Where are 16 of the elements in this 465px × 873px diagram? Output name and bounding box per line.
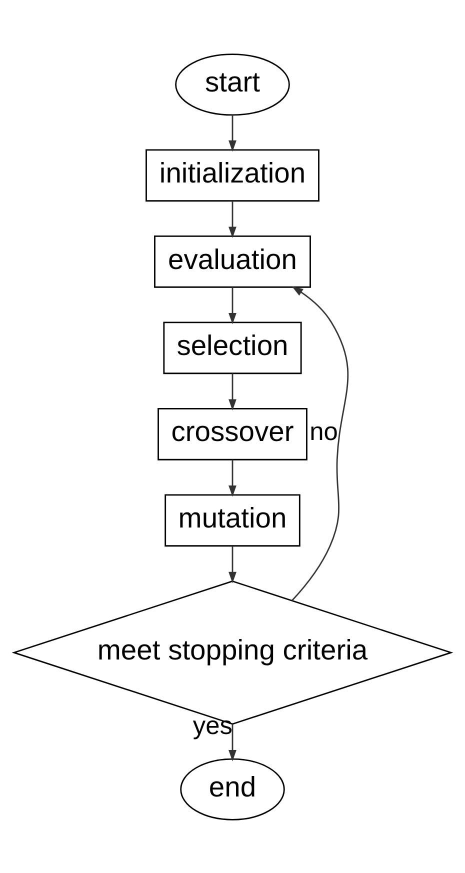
arrow: [228, 286, 236, 324]
node-box: initialization: [146, 148, 320, 202]
arrow: [228, 372, 236, 410]
node-box: crossover: [158, 408, 308, 460]
node-box: mutation: [164, 494, 300, 546]
node-ellipse: end: [180, 758, 285, 820]
arrow: [228, 114, 236, 152]
arrow: [228, 200, 236, 238]
arrow: [228, 459, 236, 496]
node-box: evaluation: [154, 235, 311, 288]
arrow: [228, 546, 236, 583]
arrow: [228, 724, 236, 761]
node-box: selection: [163, 321, 302, 374]
edge-label: no: [310, 418, 338, 446]
node-ellipse: start: [175, 53, 290, 116]
arrow: [291, 286, 349, 601]
